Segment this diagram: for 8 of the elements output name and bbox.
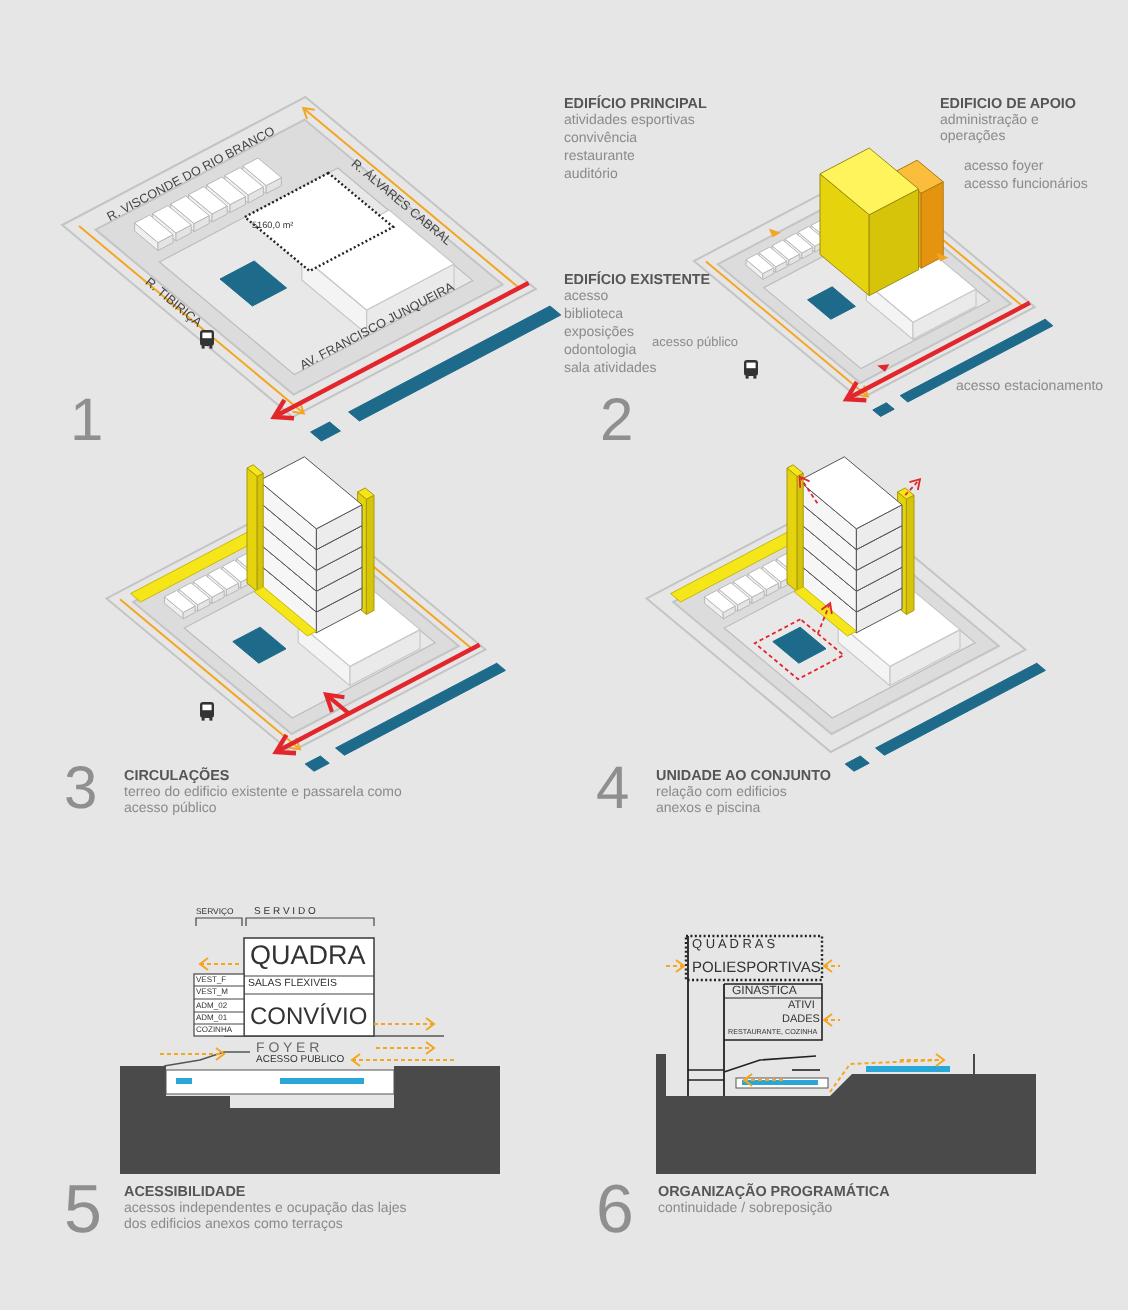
panel-number: 3 <box>64 760 98 820</box>
room-label: QUADRA <box>250 942 366 969</box>
panel-number: 1 <box>70 392 104 452</box>
panel-number: 2 <box>600 392 634 452</box>
panel-number: 6 <box>596 1176 634 1244</box>
panel-number: 4 <box>596 760 630 820</box>
panel-number: 5 <box>64 1176 102 1244</box>
room-label: CONVÍVIO <box>250 1004 368 1028</box>
